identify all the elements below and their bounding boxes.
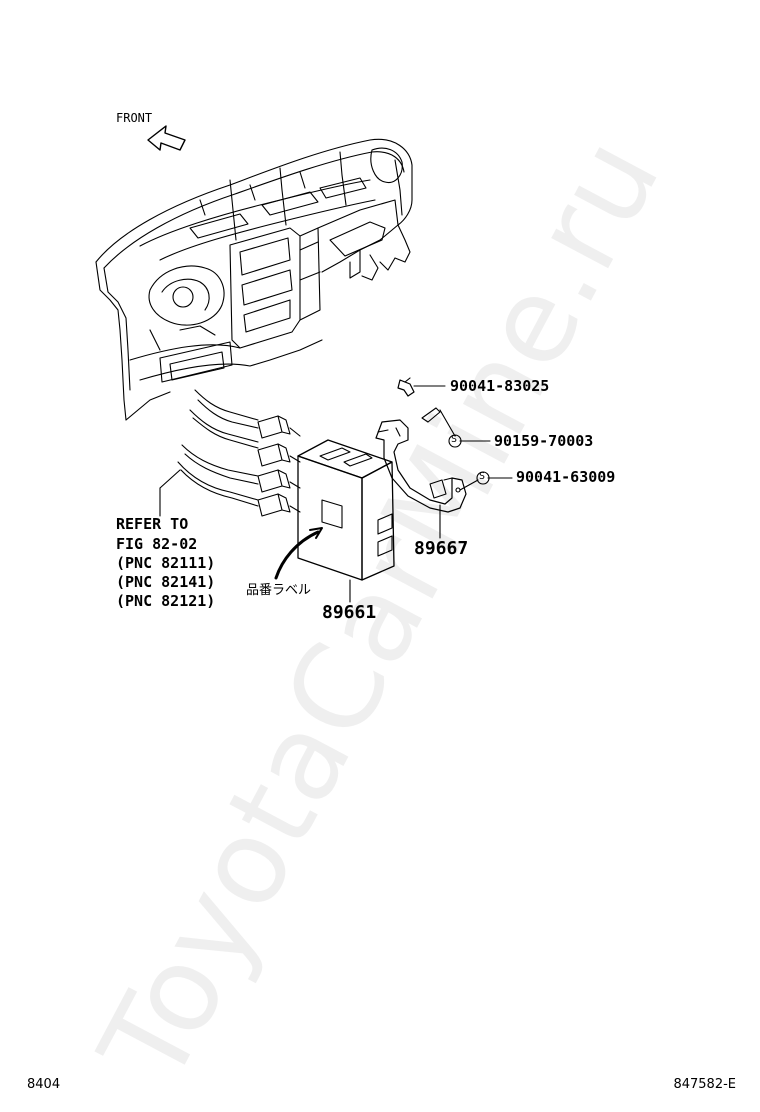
- washer-icon: [448, 434, 490, 485]
- s-marker-low: S: [479, 471, 486, 482]
- refer-line-5: (PNC 82121): [116, 592, 216, 610]
- callout-washer-mid: 90159-70003: [494, 432, 594, 450]
- bracket: [375, 419, 467, 513]
- callout-washer-low: 90041-63009: [516, 468, 616, 486]
- front-arrow-icon: [147, 125, 186, 151]
- label-pointer: [274, 527, 323, 580]
- front-label: FRONT: [116, 111, 153, 125]
- footer-right-code: 847582-E: [673, 1077, 736, 1092]
- callout-bracket: 89667: [414, 538, 469, 559]
- refer-line-2: FIG 82-02: [116, 535, 198, 553]
- leader-lines: [159, 385, 513, 603]
- footer-left-code: 8404: [27, 1077, 61, 1092]
- callout-bolt: 90041-83025: [450, 377, 550, 395]
- instrument-panel: [95, 138, 413, 421]
- connectors: [257, 415, 301, 517]
- refer-line-3: (PNC 82111): [116, 554, 216, 572]
- s-marker-mid: S: [451, 434, 458, 445]
- ecu-module: [297, 439, 395, 581]
- refer-line-1: REFER TO: [116, 515, 189, 533]
- refer-line-4: (PNC 82141): [116, 573, 216, 591]
- wire-harness: [177, 389, 259, 507]
- bolt-icon: [397, 377, 441, 423]
- part-number-label: 品番ラベル: [246, 583, 312, 598]
- callout-ecu: 89661: [322, 602, 377, 623]
